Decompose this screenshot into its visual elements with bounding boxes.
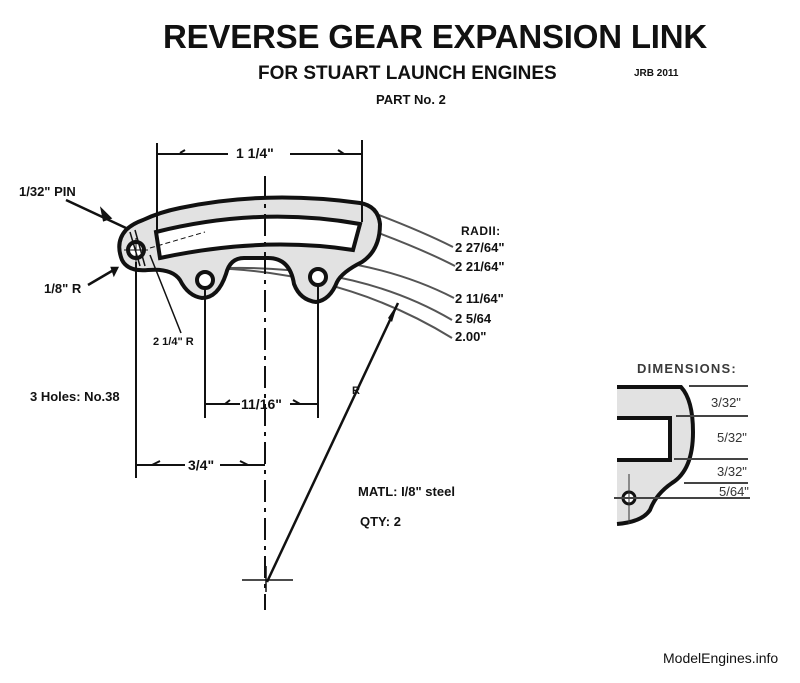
center-offset-dimension: 3/4" (188, 457, 215, 473)
detail-value-1: 3/32" (711, 395, 741, 410)
dimensions-detail (614, 385, 750, 526)
slot-center-dash (149, 231, 206, 249)
detail-value-4: 5/64" (719, 484, 749, 499)
arc-center-mark (242, 566, 293, 592)
watermark: ModelEngines.info (663, 650, 779, 666)
detail-value-3: 3/32" (717, 464, 747, 479)
author-date: JRB 2011 (634, 68, 679, 79)
slot-radius-leader (149, 254, 182, 334)
hole-spacing-dimension: 11/16" (241, 396, 282, 412)
pin-callout: 1/32" PIN (19, 184, 76, 199)
radius-value-4: 2 5/64 (455, 311, 492, 326)
curved-slot (153, 214, 363, 261)
leader-lines (65, 198, 127, 287)
overall-width-dimension: 1 1/4" (236, 145, 274, 161)
radius-value-5: 2.00" (455, 329, 487, 344)
detail-heading: DIMENSIONS: (637, 361, 737, 376)
material-note: MATL: I/8" steel (358, 484, 455, 499)
part-number: PART No. 2 (376, 92, 446, 107)
pin-line-2 (134, 229, 146, 267)
radius-value-2: 2 21/64" (455, 259, 505, 274)
drawing-title: REVERSE GEAR EXPANSION LINK (162, 18, 708, 55)
radius-value-1: 2 27/64" (455, 240, 505, 255)
pin-line-1 (129, 231, 141, 267)
radius-arc-5 (209, 267, 453, 339)
dimension-lines (136, 149, 362, 466)
radius-arrowhead (388, 303, 398, 322)
radius-marker-label: R (352, 385, 360, 397)
end-radius-callout: 1/8" R (44, 281, 82, 296)
radius-leader (265, 302, 400, 583)
pin-leader (65, 198, 127, 230)
drawing-subtitle: FOR STUART LAUNCH ENGINES (258, 63, 557, 84)
radii-heading: RADII: (461, 224, 501, 238)
radius-value-3: 2 11/64" (455, 291, 504, 306)
quantity-note: QTY: 2 (360, 514, 401, 529)
radius-arc-4 (229, 266, 453, 321)
slot-radius-callout: 2 1/4" R (153, 336, 194, 348)
extension-lines (135, 140, 363, 478)
hole-left (195, 270, 215, 290)
hole-right (308, 267, 328, 287)
detail-value-2: 5/32" (717, 430, 747, 445)
holes-callout: 3 Holes: No.38 (30, 389, 120, 404)
